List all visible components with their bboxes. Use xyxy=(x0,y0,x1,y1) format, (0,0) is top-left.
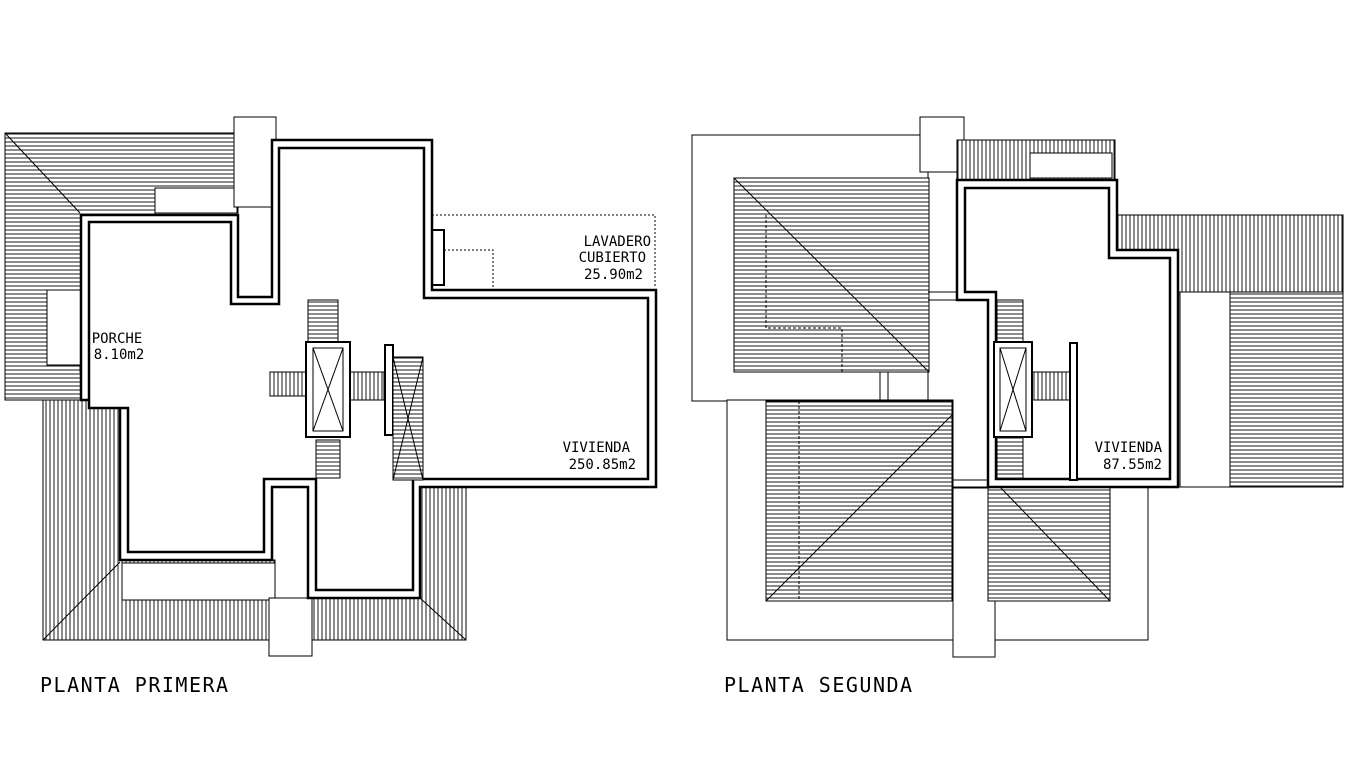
vivienda-walls-planta-primera xyxy=(79,138,658,600)
planta-primera-title: PLANTA PRIMERA xyxy=(40,673,230,697)
planta-segunda: VIVIENDA 87.55m2 PLANTA SEGUNDA xyxy=(691,116,1344,697)
lavadero-label-2: CUBIERTO xyxy=(579,250,646,266)
roof-hatch-upper-left xyxy=(733,177,930,373)
roof-hatch-bottom-left xyxy=(42,399,276,641)
roof-hatch-top xyxy=(956,139,1116,181)
staircase-planta-primera xyxy=(269,299,424,481)
vivienda-area-primera: 250.85m2 xyxy=(569,457,636,473)
roof-hatch-lower-right xyxy=(987,486,1111,602)
porche-label: PORCHE xyxy=(92,331,143,347)
vivienda-area-segunda: 87.55m2 xyxy=(1103,457,1162,473)
staircase-planta-segunda xyxy=(993,299,1078,481)
vivienda-label-primera: VIVIENDA xyxy=(563,440,631,456)
vivienda-label-segunda: VIVIENDA xyxy=(1095,440,1163,456)
planta-primera: LAVADERO CUBIERTO 25.90m2 PORCHE 8.10m2 … xyxy=(4,116,658,697)
porche-area: 8.10m2 xyxy=(94,347,145,363)
lavadero-label: LAVADERO xyxy=(584,234,651,250)
roof-hatch-lower-left xyxy=(765,400,953,602)
lavadero-area: 25.90m2 xyxy=(584,267,643,283)
planta-segunda-title: PLANTA SEGUNDA xyxy=(724,673,914,697)
